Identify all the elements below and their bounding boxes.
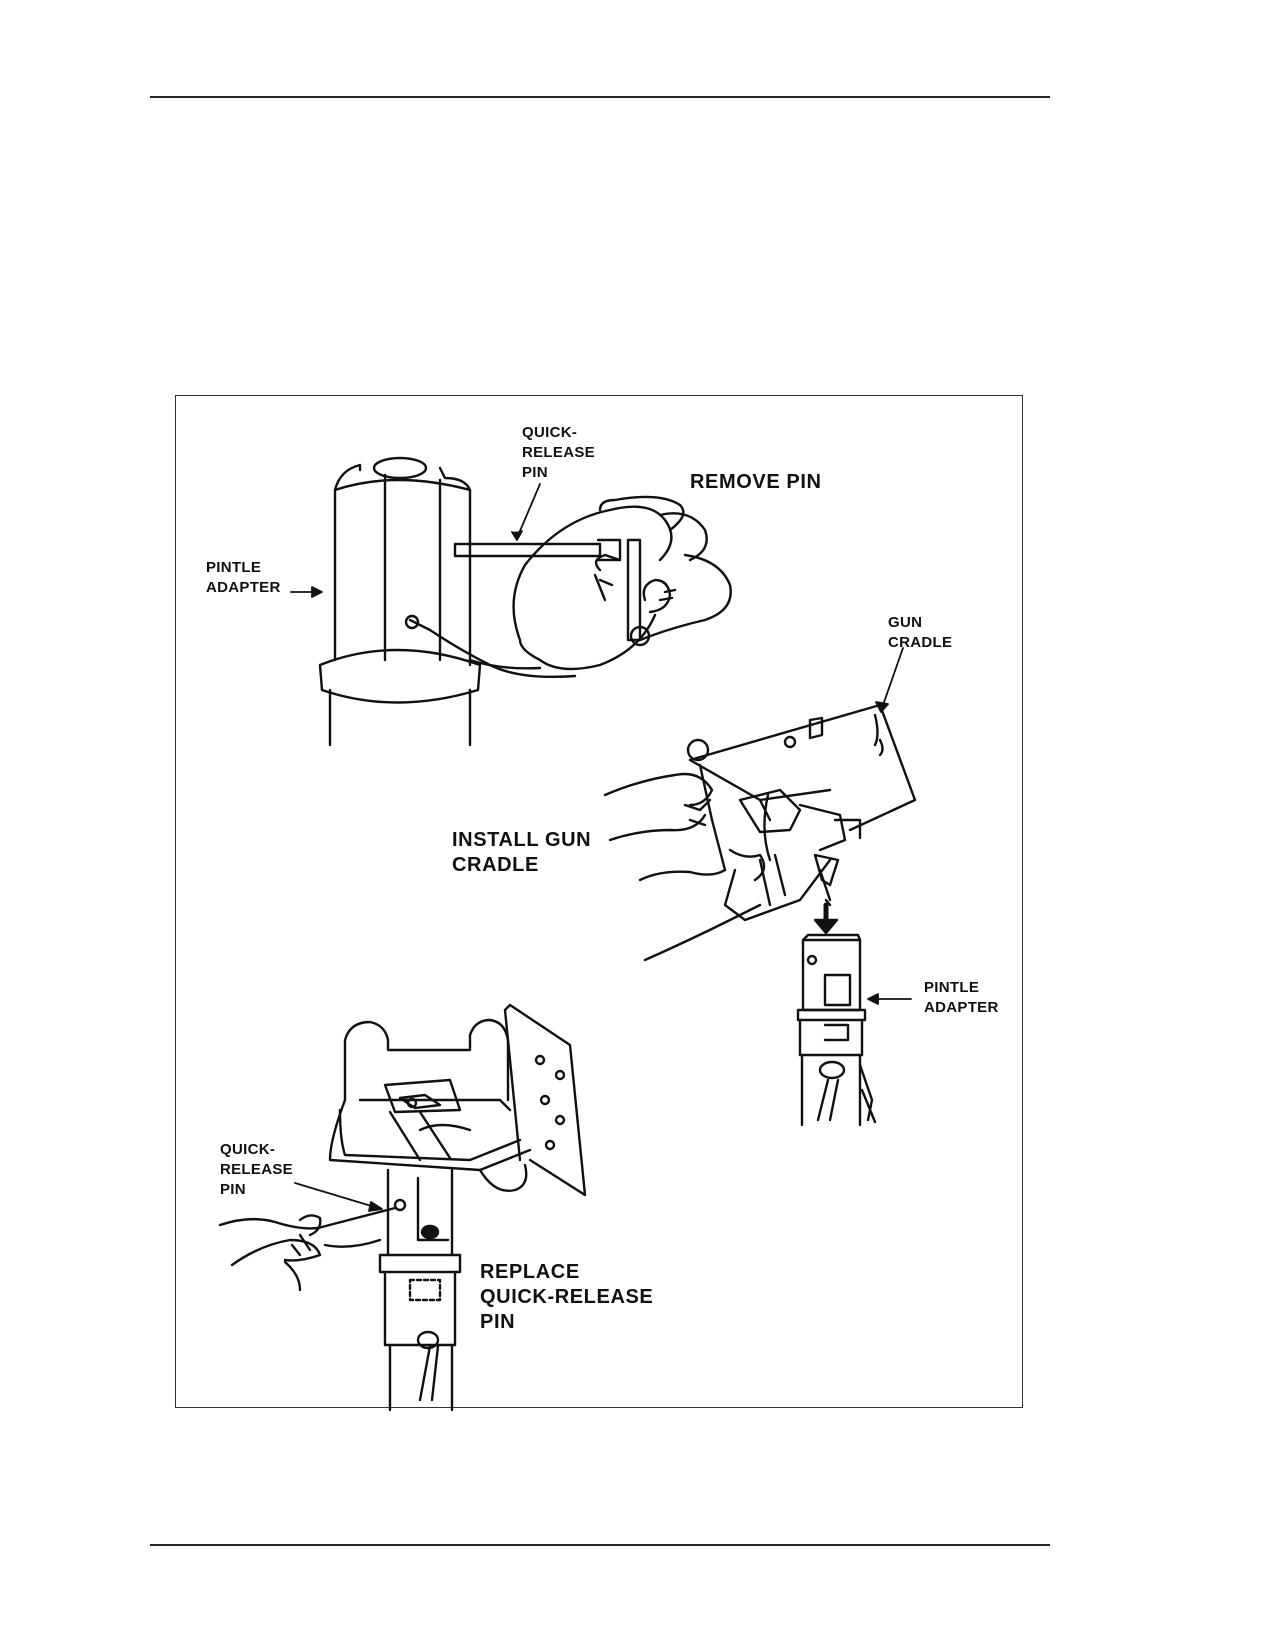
hands-middle-drawing (603, 772, 766, 962)
pintle-adapter-right-label: PINTLE ADAPTER (924, 979, 999, 1016)
gun-cradle-drawing (686, 703, 917, 922)
figure-frame (175, 395, 1023, 1408)
quick-release-pin-top-label: QUICK- RELEASE PIN (522, 424, 595, 481)
leader-lines (290, 483, 912, 1212)
replace-quick-release-pin-label: REPLACE QUICK-RELEASE PIN (480, 1261, 654, 1333)
pintle-adapter-small-drawing (796, 933, 877, 1127)
quick-release-pin-drawing (453, 538, 651, 647)
hand-bottom-drawing (218, 1206, 397, 1292)
pintle-adapter-top-label: PINTLE ADAPTER (206, 559, 281, 596)
pintle-adapter-bottom-drawing (378, 1168, 462, 1412)
down-arrow-drawing (813, 902, 839, 935)
cradle-mounted-drawing (328, 1003, 587, 1197)
quick-release-pin-bottom-label: QUICK- RELEASE PIN (220, 1141, 293, 1198)
pintle-adapter-drawing (318, 456, 577, 747)
header-rule (150, 96, 1050, 98)
remove-pin-label: REMOVE PIN (690, 471, 822, 493)
install-gun-cradle-label: INSTALL GUN CRADLE (452, 829, 592, 876)
gun-cradle-label: GUN CRADLE (888, 614, 953, 651)
hand-top-drawing (468, 495, 732, 671)
footer-rule (150, 1544, 1050, 1546)
